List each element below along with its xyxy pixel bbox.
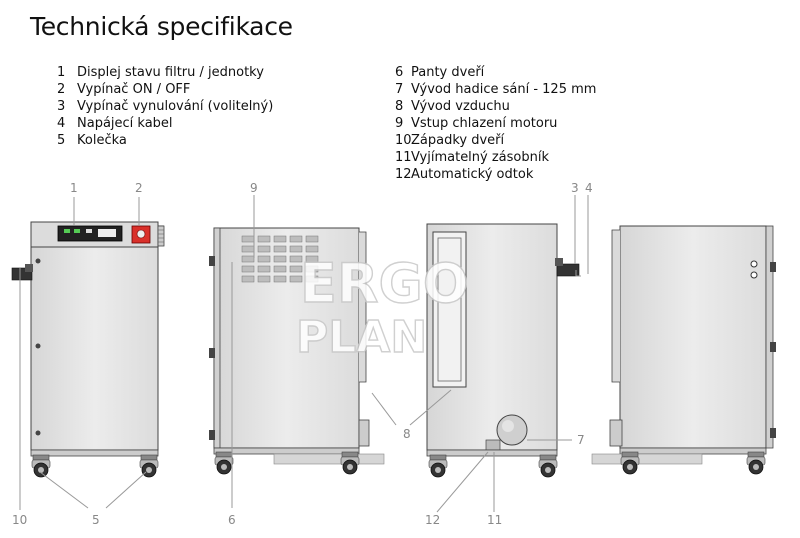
side-view-left [209, 227, 385, 475]
legend-label: Kolečka [77, 133, 127, 148]
callout-4: 4 [585, 181, 593, 195]
power-cable [556, 263, 580, 277]
door-latch-icon [35, 343, 41, 349]
callout-6: 6 [228, 513, 236, 527]
callout-3: 3 [571, 181, 579, 195]
legend-label: Panty dveří [411, 65, 485, 80]
legend-number: 11 [395, 150, 412, 165]
legend-number: 10 [395, 133, 412, 148]
legend-number: 9 [395, 116, 404, 131]
legend-label: Západky dveří [411, 133, 505, 148]
hinge-icon [770, 262, 776, 272]
legend-number: 7 [395, 82, 404, 97]
legend-number: 1 [57, 65, 66, 80]
legend-number: 6 [395, 65, 404, 80]
right-side-body [619, 225, 767, 449]
callout-2: 2 [135, 181, 143, 195]
callout-5: 5 [92, 513, 100, 527]
legend-label: Vypínač ON / OFF [77, 82, 191, 97]
callout-11: 11 [487, 513, 502, 527]
legend-right: 6 Panty dveří 7 Vývod hadice sání - 125 mm… [395, 64, 596, 183]
callout-12: 12 [425, 513, 440, 527]
hinge-icon [770, 342, 776, 352]
legend-number: 3 [57, 99, 66, 114]
legend-item: 1 Displej stavu filtru / jednotky [57, 64, 273, 81]
door-latch-icon [35, 430, 41, 436]
hinge-icon [209, 256, 215, 266]
callout-1: 1 [70, 181, 78, 195]
cooling-vents [241, 235, 319, 283]
callout-9: 9 [250, 181, 258, 195]
legend-item: 7 Vývod hadice sání - 125 mm [395, 81, 596, 98]
legend-item: 5 Kolečka [57, 132, 273, 149]
page-title: Technická specifikace [30, 12, 293, 41]
hinge-icon [209, 430, 215, 440]
legend-item: 8 Vývod vzduchu [395, 98, 596, 115]
legend-item: 3 Vypínač vynulování (volitelný) [57, 98, 273, 115]
watermark: ERGO PLAN [295, 251, 469, 363]
legend-label: Napájecí kabel [77, 116, 173, 131]
side-view-right [591, 225, 776, 475]
legend-number: 2 [57, 82, 66, 97]
callout-7: 7 [577, 433, 585, 447]
removable-tray [485, 439, 501, 451]
legend-item: 4 Napájecí kabel [57, 115, 273, 132]
back-view [426, 223, 580, 478]
legend-item: 6 Panty dveří [395, 64, 596, 81]
legend-number: 4 [57, 116, 66, 131]
callout-8: 8 [403, 427, 411, 441]
side-fins [157, 225, 165, 247]
legend-label: Vývod vzduchu [411, 99, 510, 114]
leader-lines [19, 195, 589, 513]
legend-number: 12 [395, 167, 412, 182]
callout-10: 10 [12, 513, 27, 527]
connector-icon [750, 260, 758, 268]
legend-item: 2 Vypínač ON / OFF [57, 81, 273, 98]
legend-label: Vypínač vynulování (volitelný) [77, 99, 274, 114]
legend-label: Vstup chlazení motoru [411, 116, 558, 131]
legend-number: 5 [57, 133, 66, 148]
legend-label: Displej stavu filtru / jednotky [77, 65, 264, 80]
watermark-line-2: PLAN [296, 312, 427, 363]
legend-label: Vývod hadice sání - 125 mm [411, 82, 597, 97]
front-body [30, 246, 159, 451]
hinge-icon [770, 428, 776, 438]
connector-icon [750, 271, 758, 279]
legend-label: Vyjímatelný zásobník [411, 150, 550, 165]
front-view [11, 221, 165, 478]
watermark-line-1: ERGO [300, 252, 469, 315]
door-latch-icon [35, 258, 41, 264]
legend-item: 9 Vstup chlazení motoru [395, 115, 596, 132]
hinge-icon [209, 348, 215, 358]
legend-number: 8 [395, 99, 404, 114]
legend-label: Automatický odtok [411, 167, 534, 182]
air-outlet [432, 231, 467, 388]
callouts: 1 2 3 4 5 6 7 8 9 10 11 12 [12, 181, 593, 527]
side-body [213, 227, 360, 449]
